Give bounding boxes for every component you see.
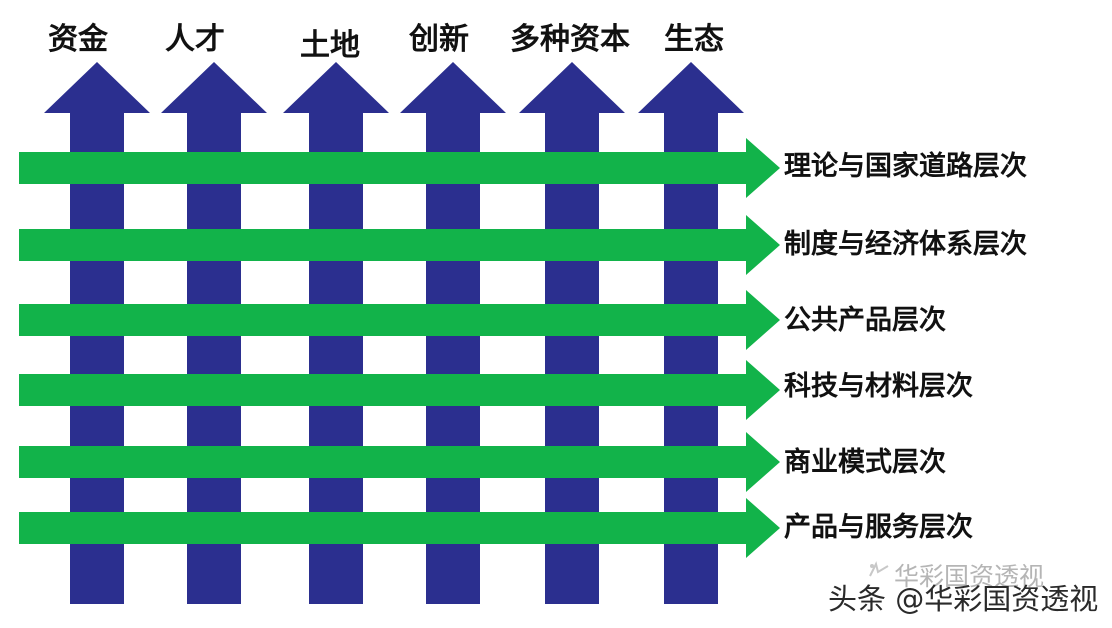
row-label-theory: 理论与国家道路层次 [784,151,1027,182]
column-label-capitals: 多种资本 [510,22,630,57]
sparkle-icon [869,561,889,577]
horizontal-arrow-institution [19,215,780,275]
row-label-public-goods: 公共产品层次 [784,305,946,336]
horizontal-arrow-public-goods [19,290,780,350]
row-label-technology: 科技与材料层次 [784,371,973,402]
row-label-institution: 制度与经济体系层次 [784,229,1027,260]
watermark-text: 头条 @华彩国资透视 [828,582,1099,616]
horizontal-arrow-theory [19,138,780,198]
column-label-ecology: 生态 [664,22,724,57]
horizontal-arrows [19,138,780,558]
watermark-ghost-text: 华彩国资透视 [894,562,1045,591]
horizontal-arrow-products [19,498,780,558]
column-label-talent: 人才 [165,22,225,57]
column-label-land: 土地 [300,28,360,63]
column-label-capital: 资金 [48,22,108,57]
horizontal-arrow-technology [19,360,780,420]
horizontal-arrow-business-model [19,432,780,492]
row-label-business-model: 商业模式层次 [784,447,946,478]
column-label-innovation: 创新 [409,22,469,57]
row-label-products: 产品与服务层次 [784,512,973,543]
